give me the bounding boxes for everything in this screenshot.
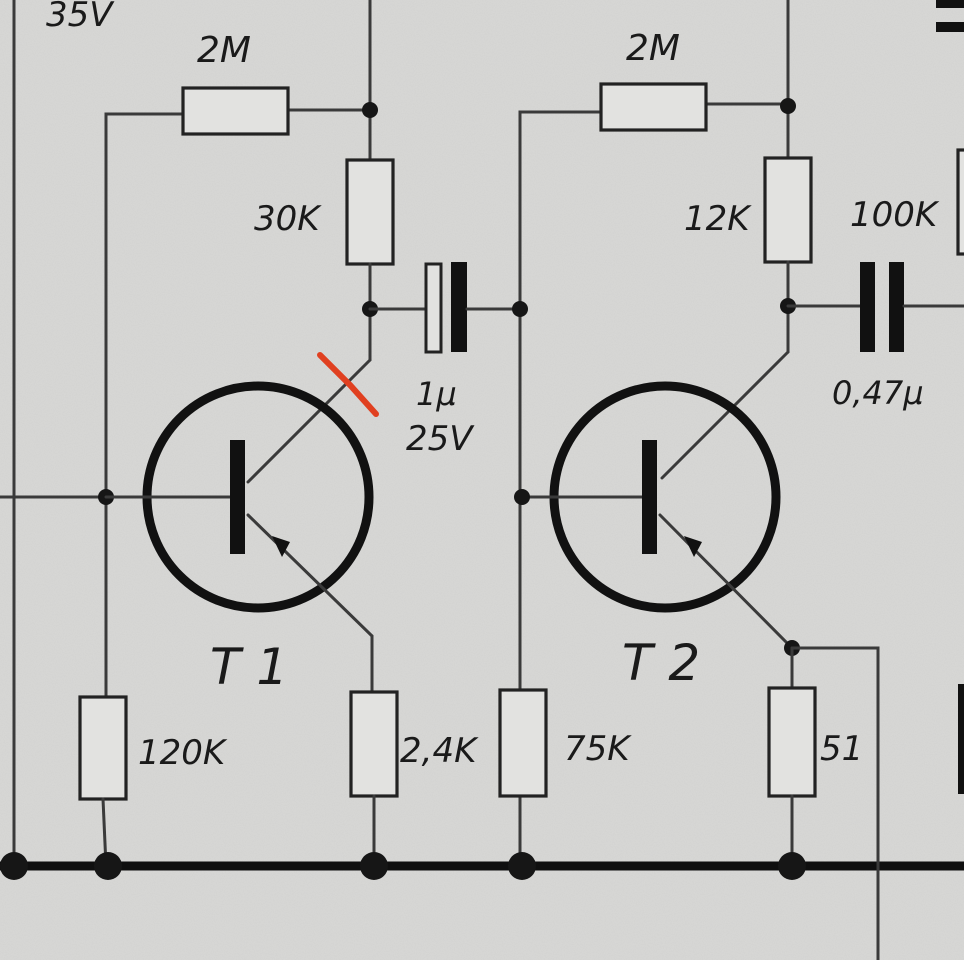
- ground-dot: [778, 852, 806, 880]
- red-annotation-mark: [317, 352, 379, 417]
- junction-dot: [362, 102, 378, 118]
- corner-mark: [936, 0, 964, 8]
- base-node-2: [514, 489, 530, 505]
- feedback-resistor-1-label: 2M: [197, 30, 251, 71]
- coupling-node: [512, 301, 528, 317]
- collector-resistor-1-label: 30K: [254, 199, 322, 239]
- base-bar-1: [230, 440, 245, 554]
- ground-dot: [0, 852, 28, 880]
- feedback-wire-1: [104, 112, 184, 499]
- base-bar-2: [642, 440, 657, 554]
- output-cap-label: 0,47µ: [832, 374, 924, 412]
- coupling-cap-value-label: 1µ: [416, 375, 457, 413]
- coupling-cap-plate-a: [424, 262, 443, 354]
- collector-resistor-1: [345, 158, 395, 266]
- ground-dot: [360, 852, 388, 880]
- collector-resistor-2-label: 12K: [684, 199, 752, 239]
- emitter-resistor-2: [767, 686, 817, 798]
- feedback-resistor-2-label: 2M: [626, 28, 680, 69]
- base-resistor-2: [498, 688, 548, 798]
- output-cap-plate-b: [889, 262, 904, 352]
- emitter-arrow-1: [272, 536, 290, 557]
- emitter-lead-1: [246, 513, 374, 638]
- junction-dot: [780, 98, 796, 114]
- right-partial-element: [958, 684, 964, 794]
- emitter-resistor-1-label: 2,4K: [400, 731, 479, 771]
- feedback-resistor-1: [181, 86, 290, 136]
- corner-mark: [936, 22, 964, 32]
- emitter-resistor-2-label: 51: [820, 729, 863, 769]
- right-resistor-label: 100K: [850, 195, 940, 235]
- supply-voltage-label: 35V: [46, 0, 115, 35]
- collector-lead-1: [246, 358, 372, 484]
- transistor-1-label: T 1: [210, 638, 288, 696]
- feedback-resistor-2: [599, 82, 708, 132]
- emitter-lead-2: [658, 513, 794, 650]
- coupling-cap-plate-b: [451, 262, 467, 352]
- collector-resistor-2: [763, 156, 813, 264]
- base-resistor-2-label: 75K: [564, 729, 632, 769]
- base-resistor-1: [78, 695, 128, 801]
- collector-lead-2: [660, 350, 790, 480]
- transistor-2-label: T 2: [622, 634, 700, 692]
- right-partial-resistor: [956, 148, 964, 256]
- ground-dot: [94, 852, 122, 880]
- emitter-feedback-wire: [790, 646, 880, 960]
- output-cap-plate-a: [860, 262, 875, 352]
- base-resistor-1-label: 120K: [138, 733, 228, 773]
- ground-dot: [508, 852, 536, 880]
- emitter-resistor-1: [349, 690, 399, 798]
- coupling-cap-voltage-label: 25V: [406, 419, 475, 459]
- feedback-wire-2: [518, 110, 602, 868]
- emitter-arrow-2: [684, 536, 702, 557]
